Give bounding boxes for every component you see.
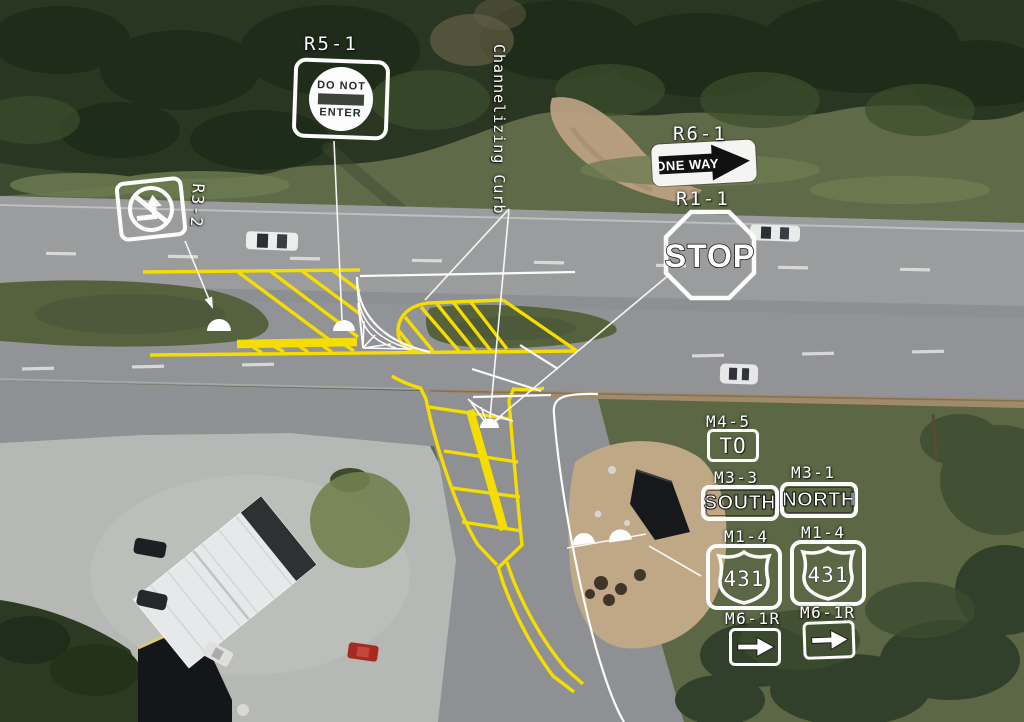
one-way-arrow-icon: ONE WAY (655, 144, 750, 181)
one-way-text: ONE WAY (655, 156, 719, 174)
utility-pole (931, 413, 939, 463)
callout-m1-4-left: M1-4 (724, 527, 769, 546)
leader-arrowhead (204, 296, 213, 309)
no-left-turn-sign (114, 175, 188, 243)
right-arrow-icon (811, 629, 850, 651)
canopy (132, 495, 318, 669)
one-way-sign: ONE WAY (650, 139, 758, 187)
do-not-enter-circle: DO NOT ENTER (307, 65, 375, 133)
callout-r3-2: R3-2 (186, 183, 208, 229)
red-car (347, 642, 379, 662)
sign-location-dots (207, 319, 632, 546)
white-vehicle (202, 641, 234, 667)
car-eastbound (245, 231, 299, 251)
callout-m3-1: M3-1 (791, 463, 836, 482)
callout-m6-1r-right: M6-1R (800, 603, 856, 622)
leader-lines (184, 140, 702, 577)
yellow-channelization-markings (142, 268, 585, 694)
do-not-enter-bar (317, 92, 365, 106)
north-sign: NORTH (780, 482, 858, 518)
callout-m3-3: M3-3 (714, 468, 759, 487)
right-arrow-sign-left (729, 628, 781, 666)
stop-sign: STOP (663, 209, 757, 301)
to-sign: TO (707, 429, 759, 462)
stop-text: STOP (665, 238, 756, 274)
do-not-enter-bottom-text: ENTER (319, 105, 362, 120)
right-arrow-sign-right (802, 620, 856, 660)
suv-westbound (719, 363, 759, 385)
route-431-shield-right: 431 (790, 540, 866, 606)
route-number-right: 431 (808, 563, 849, 587)
no-left-turn-symbol-icon (128, 185, 174, 232)
do-not-enter-sign: DO NOT ENTER (291, 57, 391, 141)
note-channelizing-curb: Channelizing Curb (490, 44, 508, 215)
north-sign-inner-border (785, 487, 853, 513)
route-number-left: 431 (724, 567, 765, 591)
south-sign-inner-border (706, 490, 774, 516)
shelter-roof (630, 470, 690, 540)
callout-r6-1: R6-1 (673, 123, 727, 145)
south-sign: SOUTH (701, 485, 779, 521)
do-not-enter-top-text: DO NOT (316, 78, 367, 93)
car-eastbound-2 (749, 224, 801, 242)
callout-r1-1: R1-1 (676, 188, 730, 210)
right-arrow-icon (737, 636, 776, 658)
us-route-shield-icon: 431 (800, 545, 856, 601)
picnic-tables (585, 569, 646, 606)
us-route-shield-icon: 431 (716, 549, 772, 605)
lane-dashes (21, 251, 945, 371)
curb-web (356, 283, 413, 350)
north-text: NORTH (782, 488, 856, 511)
building-roof (138, 622, 232, 722)
callout-m6-1r-left: M6-1R (725, 609, 781, 628)
callout-m1-4-right: M1-4 (801, 523, 846, 542)
parked-cars (133, 537, 379, 716)
to-text: TO (719, 433, 747, 458)
callout-r5-1: R5-1 (304, 33, 358, 55)
route-431-shield-left: 431 (706, 544, 782, 610)
callout-m4-5: M4-5 (706, 412, 751, 431)
south-text: SOUTH (703, 491, 777, 514)
white-curb-lines (355, 270, 625, 722)
